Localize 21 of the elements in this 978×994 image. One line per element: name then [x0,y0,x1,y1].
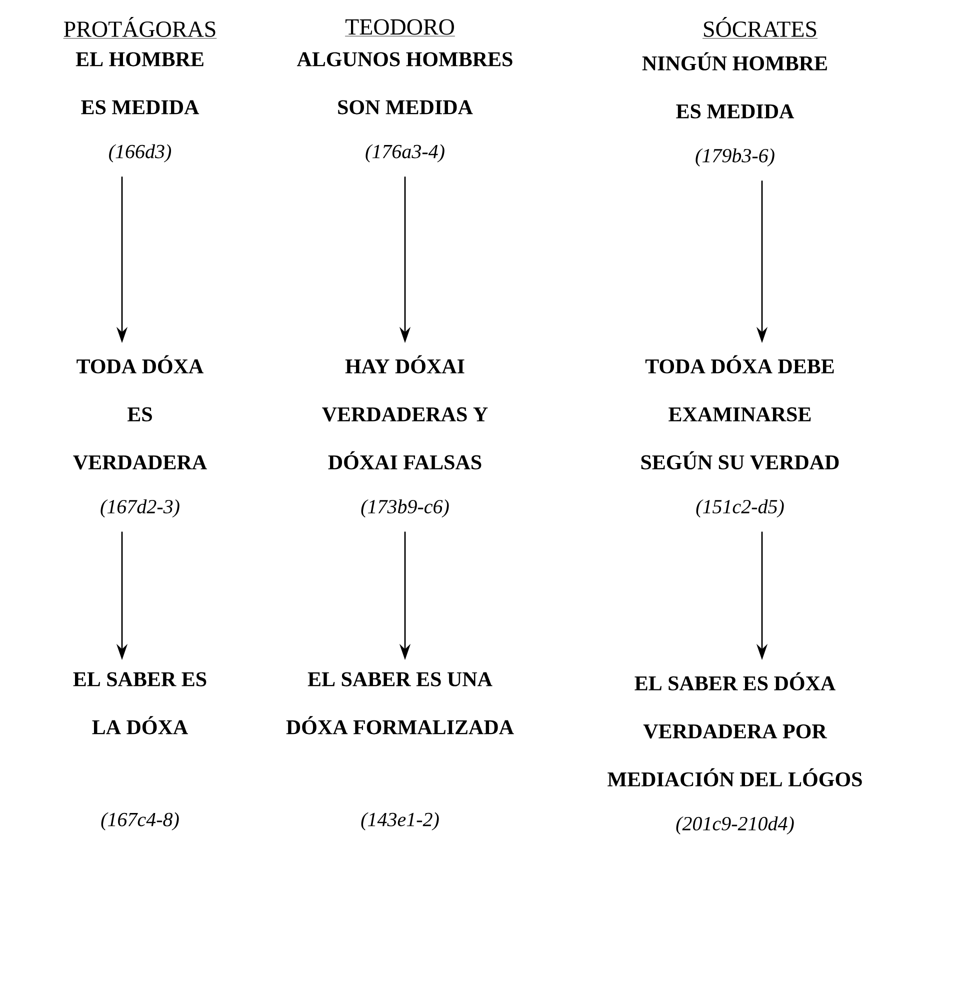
column-heading: SÓCRATES [702,17,818,39]
statement-text: EL SABER ES DÓXA VERDADERA POR MEDIACIÓN DEL LÓGOS [608,672,862,786]
statement-text: EL SABER ES UNA DÓXA FORMALIZADA [286,672,514,734]
citation: (167d2-3) [100,499,180,518]
citation: (143e1-2) [361,812,439,830]
statement-text: NINGÚN HOMBRE ES MEDIDA [642,52,827,118]
citation: (179b3-6) [696,148,774,166]
statement-text: TODA DÓXA ES VERDADERA [73,355,207,470]
statement-text: HAY DÓXAI VERDADERAS Y DÓXAI FALSAS [322,355,488,470]
citation: (201c9-210d4) [676,816,794,834]
statement-text: TODA DÓXA DEBE EXAMINARSE SEGÚN SU VERDAD [641,355,839,470]
statement-text: EL SABER ES LA DÓXA [73,672,206,734]
column-heading: PROTÁGORAS [63,17,217,39]
citation: (166d3) [109,144,172,162]
citation: (151c2-d5) [696,499,784,518]
citation: (176a3-4) [366,144,444,162]
statement-text: ALGUNOS HOMBRES SON MEDIDA [296,52,512,114]
citation: (167c4-8) [101,812,179,830]
column-heading: TEODORO [344,19,456,36]
statement-text: EL HOMBRE ES MEDIDA [76,52,204,114]
citation: (173b9-c6) [361,499,449,518]
